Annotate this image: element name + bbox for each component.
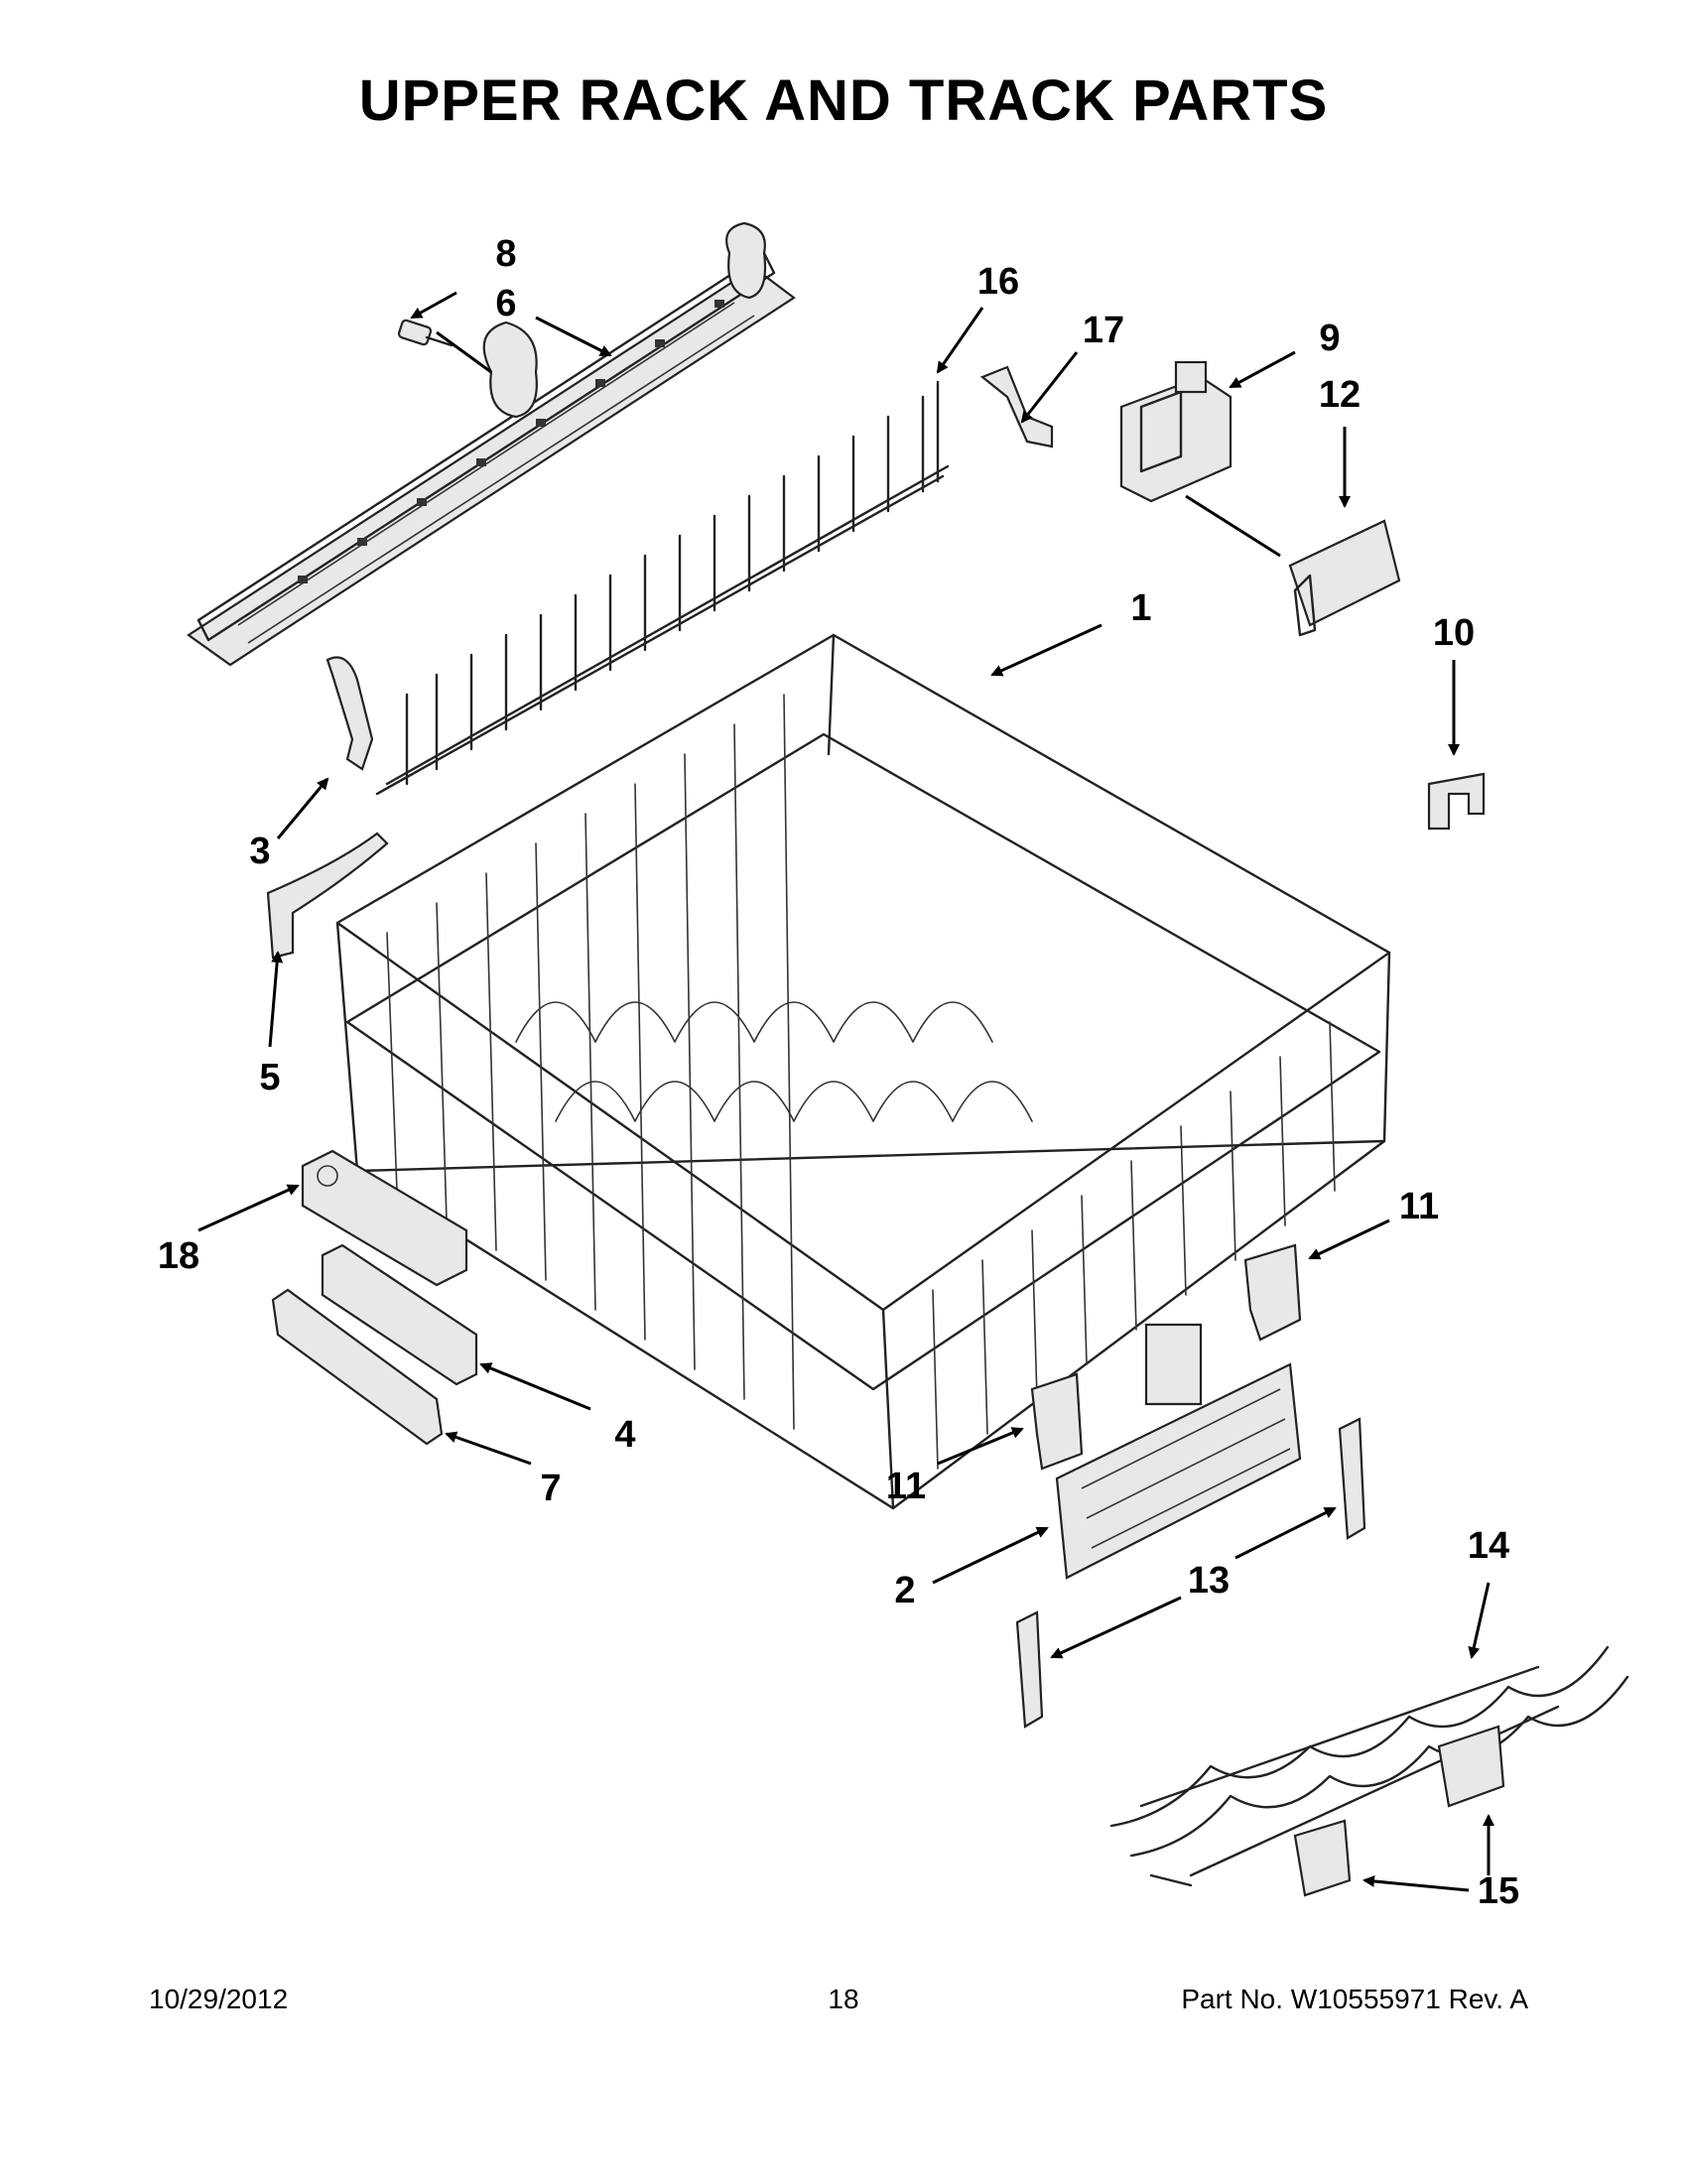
rack-adjuster <box>1055 1323 1302 1580</box>
callout-11-lower: 11 <box>886 1466 926 1507</box>
clip-11-lower <box>1030 1372 1084 1471</box>
handle <box>271 1288 444 1446</box>
callout-8: 8 <box>495 233 516 275</box>
page-title: UPPER RACK AND TRACK PARTS <box>358 68 1329 133</box>
callout-7: 7 <box>540 1468 561 1509</box>
cover <box>1288 519 1401 637</box>
callout-6: 6 <box>495 283 516 324</box>
leader-lines <box>197 291 1494 1892</box>
callout-2: 2 <box>894 1570 915 1611</box>
callout-12: 12 <box>1319 374 1361 416</box>
track-rail <box>187 221 796 667</box>
callout-18: 18 <box>158 1235 199 1277</box>
hook <box>325 656 374 771</box>
stop-13-left <box>1015 1610 1044 1729</box>
callout-4: 4 <box>614 1414 635 1456</box>
small-clip <box>1427 772 1486 831</box>
callout-10: 10 <box>1433 612 1475 654</box>
stop-13-right <box>1338 1417 1366 1540</box>
callout-15: 15 <box>1478 1870 1519 1912</box>
lever <box>266 832 389 960</box>
callout-5: 5 <box>259 1057 280 1098</box>
clip-15-left <box>1293 1819 1352 1897</box>
callout-14: 14 <box>1468 1525 1509 1567</box>
handle-bracket <box>301 1149 468 1287</box>
callout-17: 17 <box>1083 310 1124 351</box>
footer-page-number: 18 <box>828 1984 859 2014</box>
bracket <box>1119 360 1233 503</box>
handle-base <box>321 1243 478 1386</box>
clip-11-upper <box>1243 1243 1302 1342</box>
footer-date: 10/29/2012 <box>149 1984 289 2014</box>
clip <box>979 365 1054 449</box>
callout-13: 13 <box>1188 1560 1230 1602</box>
callout-1: 1 <box>1130 587 1151 629</box>
callout-11-upper: 11 <box>1399 1186 1439 1227</box>
clip-15-right <box>1437 1725 1505 1808</box>
screw <box>397 319 454 347</box>
callout-16: 16 <box>977 261 1019 303</box>
wire-rack <box>1109 1645 1629 1887</box>
footer-part-number: Part No. W10555971 Rev. A <box>1181 1984 1528 2014</box>
upper-rack <box>335 633 1391 1510</box>
callout-9: 9 <box>1319 318 1340 359</box>
callout-3: 3 <box>249 831 270 872</box>
tine-row <box>375 380 950 796</box>
